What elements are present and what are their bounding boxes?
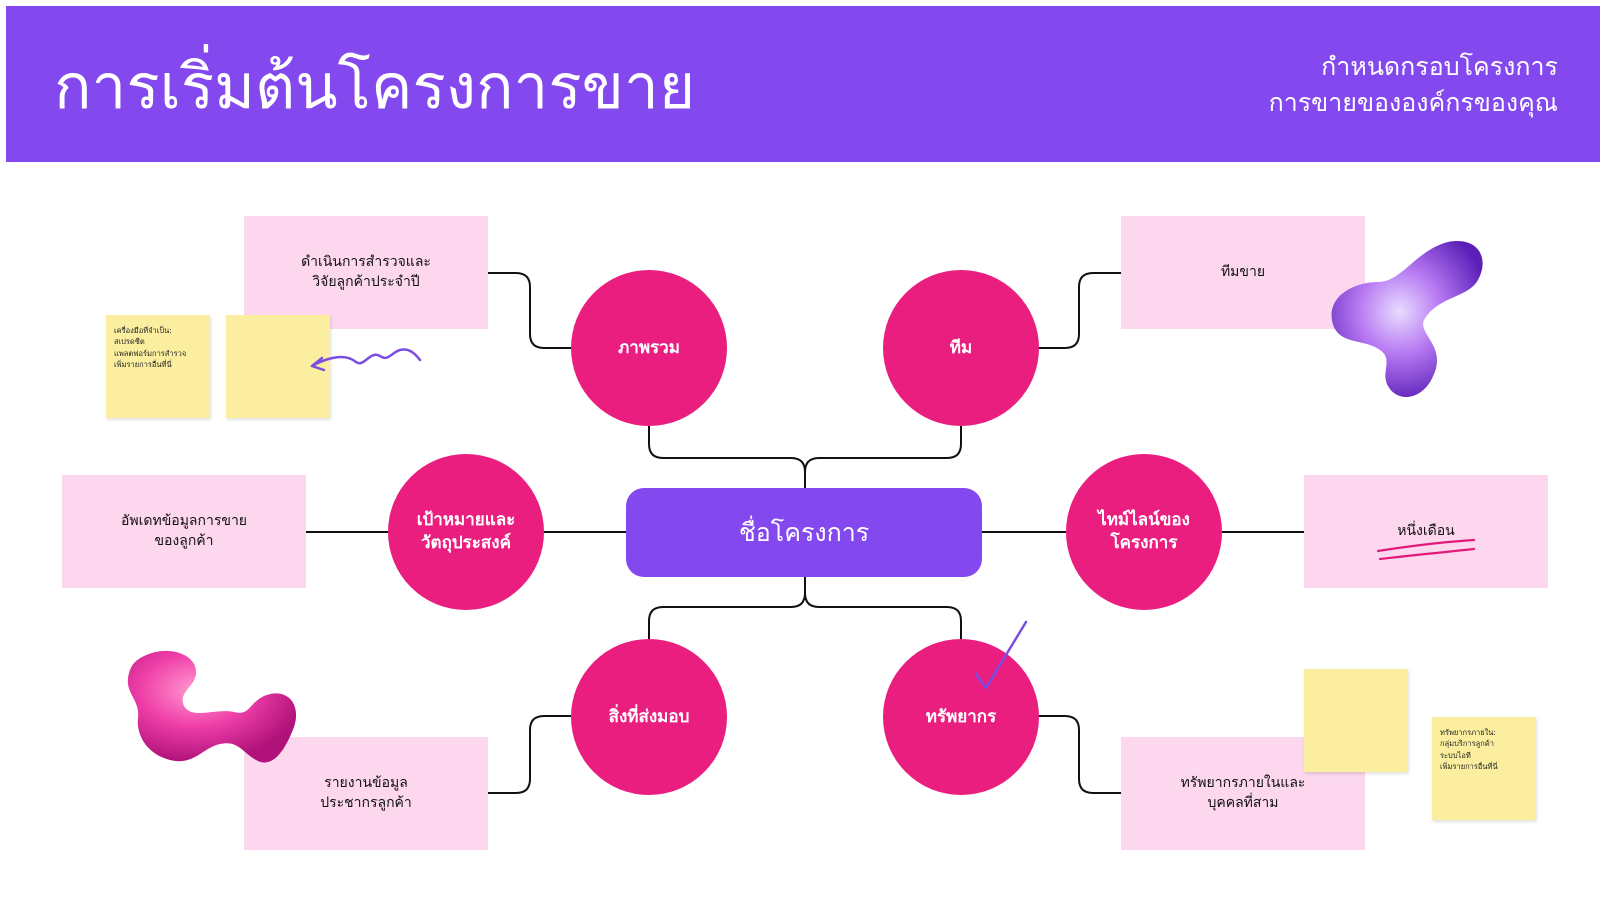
connector-center-team — [804, 426, 962, 488]
node-overview-label: ภาพรวม — [618, 337, 680, 358]
node-deliverables-label: สิ่งที่ส่งมอบ — [608, 706, 690, 727]
node-goals[interactable]: เป้าหมายและ วัตถุประสงค์ — [388, 454, 544, 610]
pink-blob-shape — [127, 650, 297, 763]
note-deliverables-line-1: รายงานข้อมูล — [324, 774, 408, 791]
connector-resources-note — [1037, 715, 1121, 794]
sticky-tools-line-4: เพิ่มรายการอื่นที่นี่ — [114, 359, 172, 369]
node-deliverables[interactable]: สิ่งที่ส่งมอบ — [571, 639, 727, 795]
page-subtitle-line-1: กำหนดกรอบโครงการ — [1321, 52, 1558, 81]
note-timeline[interactable]: หนึ่งเดือน — [1304, 475, 1548, 588]
purple-blob-shape — [1331, 240, 1483, 398]
connector-deliverables-note — [488, 715, 571, 794]
note-resources-line-2: บุคคลที่สาม — [1207, 794, 1279, 811]
node-overview[interactable]: ภาพรวม — [571, 270, 727, 426]
node-resources-label: ทรัพยากร — [925, 706, 997, 727]
connector-overview-note — [488, 272, 571, 349]
node-team-label: ทีม — [949, 337, 973, 358]
note-overview[interactable]: ดำเนินการสำรวจและ วิจัยลูกค้าประจำปี — [244, 216, 488, 329]
note-goals-line-1: อัพเดทข้อมูลการขาย — [120, 512, 248, 529]
page-subtitle-line-2: การขายขององค์กรของคุณ — [1268, 88, 1558, 117]
sticky-resources[interactable]: ทรัพยากรภายใน: กลุ่มบริการลูกค้า ระบบไอท… — [1432, 717, 1536, 820]
connector-team-note — [1037, 272, 1121, 349]
sticky-resources-line-4: เพิ่มรายการอื่นที่นี่ — [1440, 761, 1498, 771]
node-goals-label-line-2: วัตถุประสงค์ — [421, 533, 511, 553]
project-name-label: ชื่อโครงการ — [738, 517, 870, 547]
project-name-node[interactable]: ชื่อโครงการ — [626, 488, 982, 577]
note-resources-line-1: ทรัพยากรภายในและ — [1180, 774, 1306, 791]
header-banner: การเริ่มต้นโครงการขาย กำหนดกรอบโครงการ ก… — [6, 6, 1600, 162]
sticky-tools-line-2: สเปรดชีต — [114, 337, 145, 347]
sticky-tools[interactable]: เครื่องมือที่จำเป็น: สเปรดชีต แพลตฟอร์มก… — [106, 315, 210, 418]
note-goals-line-2: ของลูกค้า — [154, 532, 214, 549]
page-title: การเริ่มต้นโครงการขาย — [54, 50, 696, 123]
note-overview-line-2: วิจัยลูกค้าประจำปี — [312, 273, 420, 290]
note-deliverables-line-2: ประชากรลูกค้า — [320, 794, 412, 811]
note-overview-line-1: ดำเนินการสำรวจและ — [301, 253, 431, 270]
connector-center-overview — [648, 426, 806, 473]
sticky-resources-line-1: ทรัพยากรภายใน: — [1440, 728, 1496, 737]
connector-center-deliverables — [648, 592, 806, 639]
node-resources[interactable]: ทรัพยากร — [883, 639, 1039, 795]
sticky-blank-right[interactable] — [1304, 669, 1408, 772]
note-deliverables[interactable]: รายงานข้อมูล ประชากรลูกค้า — [244, 737, 488, 850]
note-team-text: ทีมขาย — [1220, 263, 1266, 280]
note-timeline-text: หนึ่งเดือน — [1397, 522, 1455, 539]
node-goals-label-line-1: เป้าหมายและ — [416, 510, 516, 531]
note-goals[interactable]: อัพเดทข้อมูลการขาย ของลูกค้า — [62, 475, 306, 588]
note-team[interactable]: ทีมขาย — [1121, 216, 1365, 329]
sticky-tools-line-3: แพลตฟอร์มการสำรวจ — [114, 348, 187, 358]
node-timeline-label-line-1: ไทม์ไลน์ของ — [1098, 510, 1190, 531]
connector-center-resources — [804, 577, 962, 639]
node-timeline-label-line-2: โครงการ — [1110, 533, 1178, 553]
node-team[interactable]: ทีม — [883, 270, 1039, 426]
sticky-resources-line-2: กลุ่มบริการลูกค้า — [1440, 739, 1495, 749]
node-timeline[interactable]: ไทม์ไลน์ของ โครงการ — [1066, 454, 1222, 610]
sticky-tools-line-1: เครื่องมือที่จำเป็น: — [114, 326, 172, 335]
sticky-blank-left[interactable] — [226, 315, 330, 418]
sticky-resources-line-3: ระบบไอที — [1440, 750, 1471, 760]
